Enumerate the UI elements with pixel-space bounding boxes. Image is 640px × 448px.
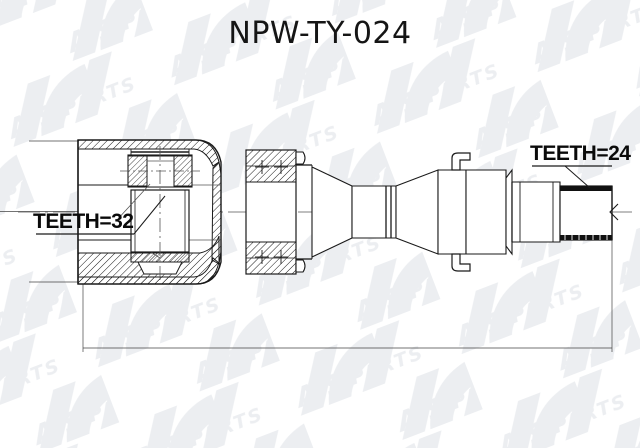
drive-shaft [311,152,561,272]
outer-spline [559,185,619,241]
page-title: NPW-TY-024 [228,16,412,51]
teeth-label-left: TEETH=32 [33,210,134,233]
teeth-label-right: TEETH=24 [530,142,631,165]
